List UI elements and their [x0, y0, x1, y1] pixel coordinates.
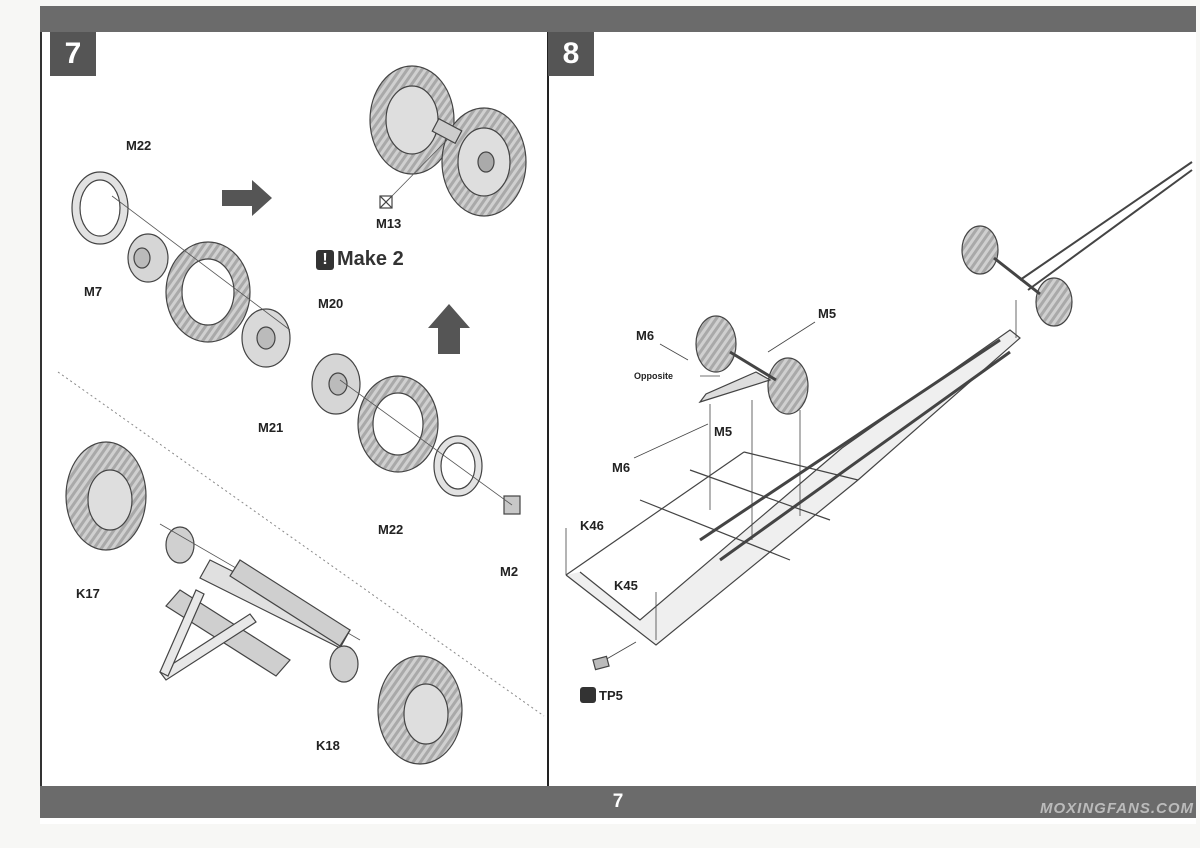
top-bar — [40, 6, 1196, 32]
left-border — [40, 32, 42, 786]
dotted-separator — [57, 371, 545, 717]
label-m6-top: M6 — [636, 328, 655, 343]
drawbar — [159, 613, 257, 681]
paint-icon — [580, 687, 596, 703]
label-m5-top: M5 — [818, 306, 837, 321]
step-divider — [547, 32, 549, 786]
page-number: 7 — [612, 791, 624, 812]
front-right-wheels — [767, 357, 809, 415]
instruction-page — [40, 6, 1196, 824]
step-8-badge: 8 — [548, 32, 594, 76]
label-m22-bottom: M22 — [378, 522, 404, 537]
label-k17: K17 — [76, 586, 100, 601]
label-m20: M20 — [318, 296, 344, 311]
label-m13: M13 — [376, 216, 402, 231]
label-m22-top: M22 — [126, 138, 152, 153]
dolly-right-wheel — [1035, 277, 1073, 327]
axis-line — [111, 195, 291, 331]
label-opposite: Opposite — [634, 371, 674, 381]
front-left-wheels — [695, 315, 737, 373]
label-tp5: TP5 — [599, 688, 623, 703]
trailer-frame — [565, 329, 1021, 646]
step7-illustration — [57, 65, 545, 765]
label-k46: K46 — [580, 518, 604, 533]
dolly-left-wheel — [961, 225, 999, 275]
warning-icon: ! — [316, 249, 334, 270]
watermark: MOXINGFANS.COM — [1040, 800, 1195, 817]
hub-k17 — [165, 526, 195, 564]
make-note: ! Make 2 — [316, 248, 404, 271]
arrow-up-icon — [428, 304, 470, 354]
step8-illustration — [565, 161, 1193, 671]
decal-tp5 — [592, 655, 610, 671]
hub-k18 — [329, 645, 359, 683]
make-note-text: Make 2 — [337, 248, 404, 270]
label-m7: M7 — [84, 284, 103, 299]
step-7-badge: 7 — [50, 32, 96, 76]
footer-bar: 7 — [40, 786, 1196, 818]
label-m5-mid: M5 — [714, 424, 733, 439]
label-m2: M2 — [500, 564, 519, 579]
label-k18: K18 — [316, 738, 340, 753]
label-m21: M21 — [258, 420, 284, 435]
label-m6-mid: M6 — [612, 460, 631, 475]
label-k45: K45 — [614, 578, 638, 593]
arrow-right-icon — [222, 180, 272, 216]
